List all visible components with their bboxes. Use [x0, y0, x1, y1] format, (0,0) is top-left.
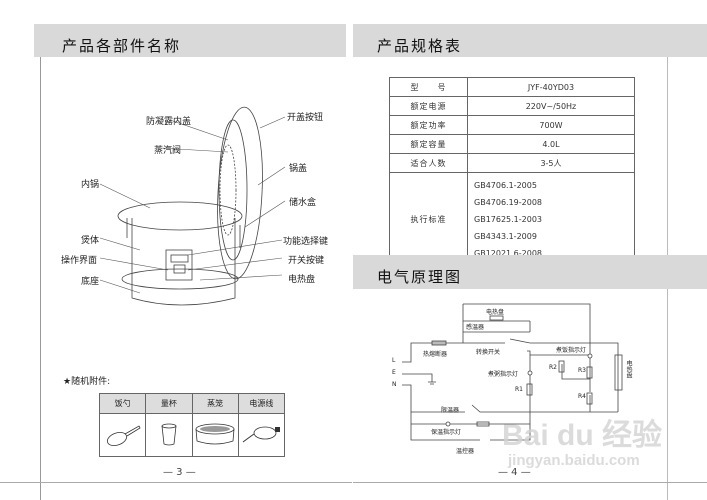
standard: GB4706.19-2008	[474, 198, 543, 207]
left-bottom-line	[0, 482, 352, 483]
measuring-cup-icon	[161, 423, 177, 446]
circuit-title: 电气原理图	[377, 268, 463, 286]
accessories-title: ★随机附件:	[63, 377, 111, 387]
spec-title: 产品规格表	[377, 37, 463, 55]
circuit-label-R2: R2	[549, 364, 557, 371]
label-water-box: 储水盒	[289, 198, 317, 208]
label-anti-condensation-lid: 防凝露内盖	[146, 117, 192, 127]
circuit-label-cook-light: 煮饭指示灯	[556, 347, 587, 354]
circuit-label-L: L	[392, 357, 396, 364]
right-bottom-line	[353, 482, 707, 483]
label-function-key: 功能选择键	[283, 237, 329, 247]
label-steam-valve: 蒸汽阀	[154, 146, 182, 156]
accessory-label: 量杯	[145, 393, 193, 414]
standard: GB4706.1-2005	[474, 181, 537, 190]
standard: GB17625.1-2003	[474, 215, 543, 224]
label-lid-button: 开盖按钮	[287, 113, 324, 123]
rice-cooker-illustration	[99, 106, 286, 306]
circuit-label-E: E	[392, 369, 396, 376]
circuit-label-porridge-light: 煮粥指示灯	[488, 371, 519, 378]
page-number-right: — 4 —	[498, 467, 531, 478]
circuit-label-heating-plate-top: 电热盘	[486, 309, 505, 316]
circuit-label-N: N	[392, 381, 397, 388]
left-page-title: 产品各部件名称	[62, 37, 182, 55]
left-title-band	[34, 24, 346, 57]
label-body: 煲体	[81, 236, 100, 246]
page-number-left: — 3 —	[163, 467, 196, 478]
circuit-label-temp-limiter: 限温器	[441, 407, 460, 414]
baidu-watermark-url: jingyan.baidu.com	[508, 452, 640, 469]
circuit-label-changeover-switch: 转换开关	[476, 349, 501, 356]
standard: GB4343.1-2009	[474, 232, 537, 241]
circuit-label-keep-warm-light: 保温指示灯	[431, 429, 462, 436]
label-base: 底座	[81, 277, 100, 287]
power-cord-icon	[243, 426, 281, 443]
circuit-label-R3: R3	[578, 367, 586, 374]
accessories-table: 饭勺 量杯 蒸笼 电源线	[98, 393, 286, 457]
circuit-label-thermostat: 温控器	[456, 448, 475, 455]
circuit-title-band	[353, 255, 707, 289]
circuit-label-limiter: 感温器	[466, 324, 485, 331]
label-inner-pot: 内锅	[81, 180, 100, 190]
spec-title-band	[353, 24, 707, 57]
label-control-panel: 操作界面	[61, 256, 98, 266]
circuit-label-thermal-fuse: 热熔断器	[423, 351, 448, 358]
label-heating-plate: 电热盘	[288, 275, 316, 285]
circuit-label-R1: R1	[515, 386, 523, 393]
accessory-label: 电源线	[237, 393, 286, 414]
steamer-icon	[195, 423, 235, 445]
spec-row-standards: 执行标准 GB4706.1-2005GB4706.19-2008 GB17625…	[389, 172, 635, 267]
label-switch-key: 开关按键	[288, 256, 325, 266]
standard: GB12021.6-2008	[474, 249, 543, 258]
circuit-label-R4: R4	[578, 393, 586, 400]
label-lid: 锅盖	[289, 164, 308, 174]
baidu-watermark-logo: Bai du 经验	[502, 419, 663, 452]
circuit-label-heating-plate-side: 电热盘	[625, 360, 632, 378]
rice-spoon-icon	[106, 425, 141, 446]
accessory-label: 饭勺	[98, 393, 147, 414]
left-margin-line	[40, 57, 41, 500]
